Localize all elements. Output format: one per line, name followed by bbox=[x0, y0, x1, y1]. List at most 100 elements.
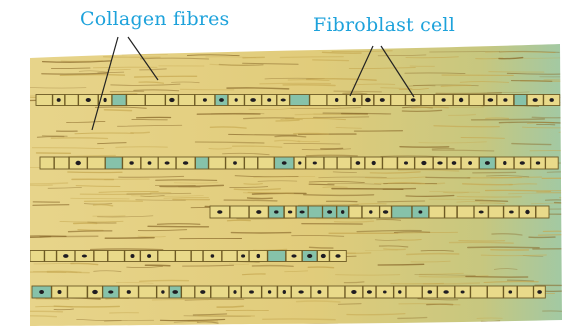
nucleus bbox=[353, 98, 356, 102]
nucleus bbox=[283, 290, 286, 294]
collagen-fibre bbox=[543, 231, 568, 232]
fibroblast-cell bbox=[302, 251, 317, 262]
nucleus bbox=[129, 161, 133, 164]
nucleus bbox=[479, 211, 484, 214]
fibroblast-cell bbox=[112, 95, 126, 106]
fibroblast-cell bbox=[203, 251, 221, 262]
nucleus bbox=[550, 98, 554, 102]
collagen-fibre bbox=[309, 184, 334, 185]
nucleus bbox=[63, 254, 68, 258]
fibroblast-cell bbox=[75, 251, 93, 262]
collagen-fibre bbox=[313, 60, 349, 61]
fibroblast-cell bbox=[365, 157, 382, 169]
nucleus bbox=[509, 290, 513, 293]
fibroblast-row bbox=[36, 95, 560, 106]
collagen-fibre bbox=[429, 199, 483, 200]
nucleus bbox=[419, 210, 423, 213]
fibroblast-cell bbox=[457, 206, 473, 218]
collagen-fibre bbox=[294, 133, 328, 134]
nucleus bbox=[443, 290, 448, 294]
fibroblast-cell bbox=[306, 157, 324, 169]
fibroblast-cell bbox=[374, 95, 390, 106]
fibroblast-cell bbox=[383, 157, 397, 169]
nucleus bbox=[298, 161, 301, 164]
fibroblast-cell bbox=[445, 206, 457, 218]
fibroblast-cell bbox=[245, 95, 262, 106]
collagen-fibre bbox=[148, 226, 209, 227]
fibroblast-cell bbox=[504, 206, 519, 218]
fibroblast-cell bbox=[514, 95, 527, 106]
collagen-fibre bbox=[378, 264, 424, 265]
nucleus bbox=[327, 210, 332, 213]
collagen-fibre bbox=[131, 132, 149, 133]
nucleus bbox=[256, 210, 261, 214]
fibroblast-cell bbox=[108, 251, 124, 262]
fibroblast-cell bbox=[158, 251, 175, 262]
nucleus bbox=[76, 161, 81, 165]
nucleus bbox=[509, 211, 514, 214]
fibroblast-cell bbox=[398, 157, 415, 169]
nucleus bbox=[219, 98, 224, 102]
nucleus bbox=[313, 162, 317, 165]
fibroblast-cell bbox=[226, 157, 244, 169]
nucleus bbox=[217, 210, 222, 214]
collagen-fibre bbox=[426, 177, 470, 178]
nucleus bbox=[461, 291, 465, 294]
nucleus bbox=[211, 254, 215, 257]
nucleus bbox=[520, 161, 525, 165]
fibroblast-cell bbox=[196, 157, 209, 169]
nucleus bbox=[533, 98, 538, 102]
fibroblast-cell bbox=[286, 251, 302, 262]
nucleus bbox=[525, 210, 529, 214]
fibroblast-row bbox=[32, 286, 545, 298]
fibroblast-cell bbox=[488, 286, 504, 298]
fibroblast-cell bbox=[127, 95, 145, 106]
fibroblast-cell bbox=[166, 95, 179, 106]
nucleus bbox=[536, 161, 540, 164]
fibroblast-cell bbox=[103, 286, 119, 298]
nucleus bbox=[267, 98, 271, 102]
fibroblast-cell bbox=[328, 286, 345, 298]
fibroblast-cell bbox=[362, 206, 379, 218]
collagen-fibre bbox=[436, 93, 501, 94]
fibroblast-cell bbox=[347, 95, 362, 106]
fibroblast-cell bbox=[337, 157, 350, 169]
fibroblast-cell bbox=[536, 206, 549, 218]
fibroblast-cell bbox=[330, 251, 347, 262]
collagen-fibre bbox=[157, 224, 200, 225]
fibroblast-cell bbox=[229, 286, 241, 298]
nucleus bbox=[288, 211, 292, 214]
nucleus bbox=[335, 98, 338, 102]
nucleus bbox=[172, 290, 178, 294]
fibroblast-cell bbox=[245, 157, 258, 169]
fibroblast-cell bbox=[421, 95, 434, 106]
fibroblast-row bbox=[210, 206, 549, 218]
collagen-fibre bbox=[145, 265, 170, 266]
collagen-fibre bbox=[308, 267, 333, 268]
fibroblast-cell bbox=[496, 157, 514, 169]
fibroblast-cell bbox=[423, 286, 438, 298]
fibroblast-cell bbox=[518, 286, 534, 298]
fibroblast-cell bbox=[434, 95, 453, 106]
fibroblast-cell bbox=[191, 251, 202, 262]
fibroblast-cell bbox=[412, 206, 428, 218]
nucleus bbox=[257, 254, 261, 258]
fibroblast-cell bbox=[40, 157, 54, 169]
fibroblast-cell bbox=[429, 206, 444, 218]
fibroblast-cell bbox=[324, 157, 337, 169]
fibroblast-cell bbox=[362, 95, 374, 106]
collagen-fibre bbox=[383, 189, 415, 190]
nucleus bbox=[428, 290, 433, 293]
collagen-fibre bbox=[24, 56, 45, 57]
nucleus bbox=[131, 254, 135, 258]
fibroblast-cell bbox=[294, 157, 305, 169]
nucleus bbox=[404, 161, 408, 164]
nucleus bbox=[183, 161, 188, 165]
fibroblast-cell bbox=[222, 251, 237, 262]
fibroblast-cell bbox=[105, 157, 122, 169]
fibroblast-cell bbox=[349, 206, 362, 218]
nucleus bbox=[485, 161, 490, 165]
nucleus bbox=[200, 290, 205, 294]
nucleus bbox=[147, 254, 151, 258]
nucleus bbox=[268, 290, 271, 293]
